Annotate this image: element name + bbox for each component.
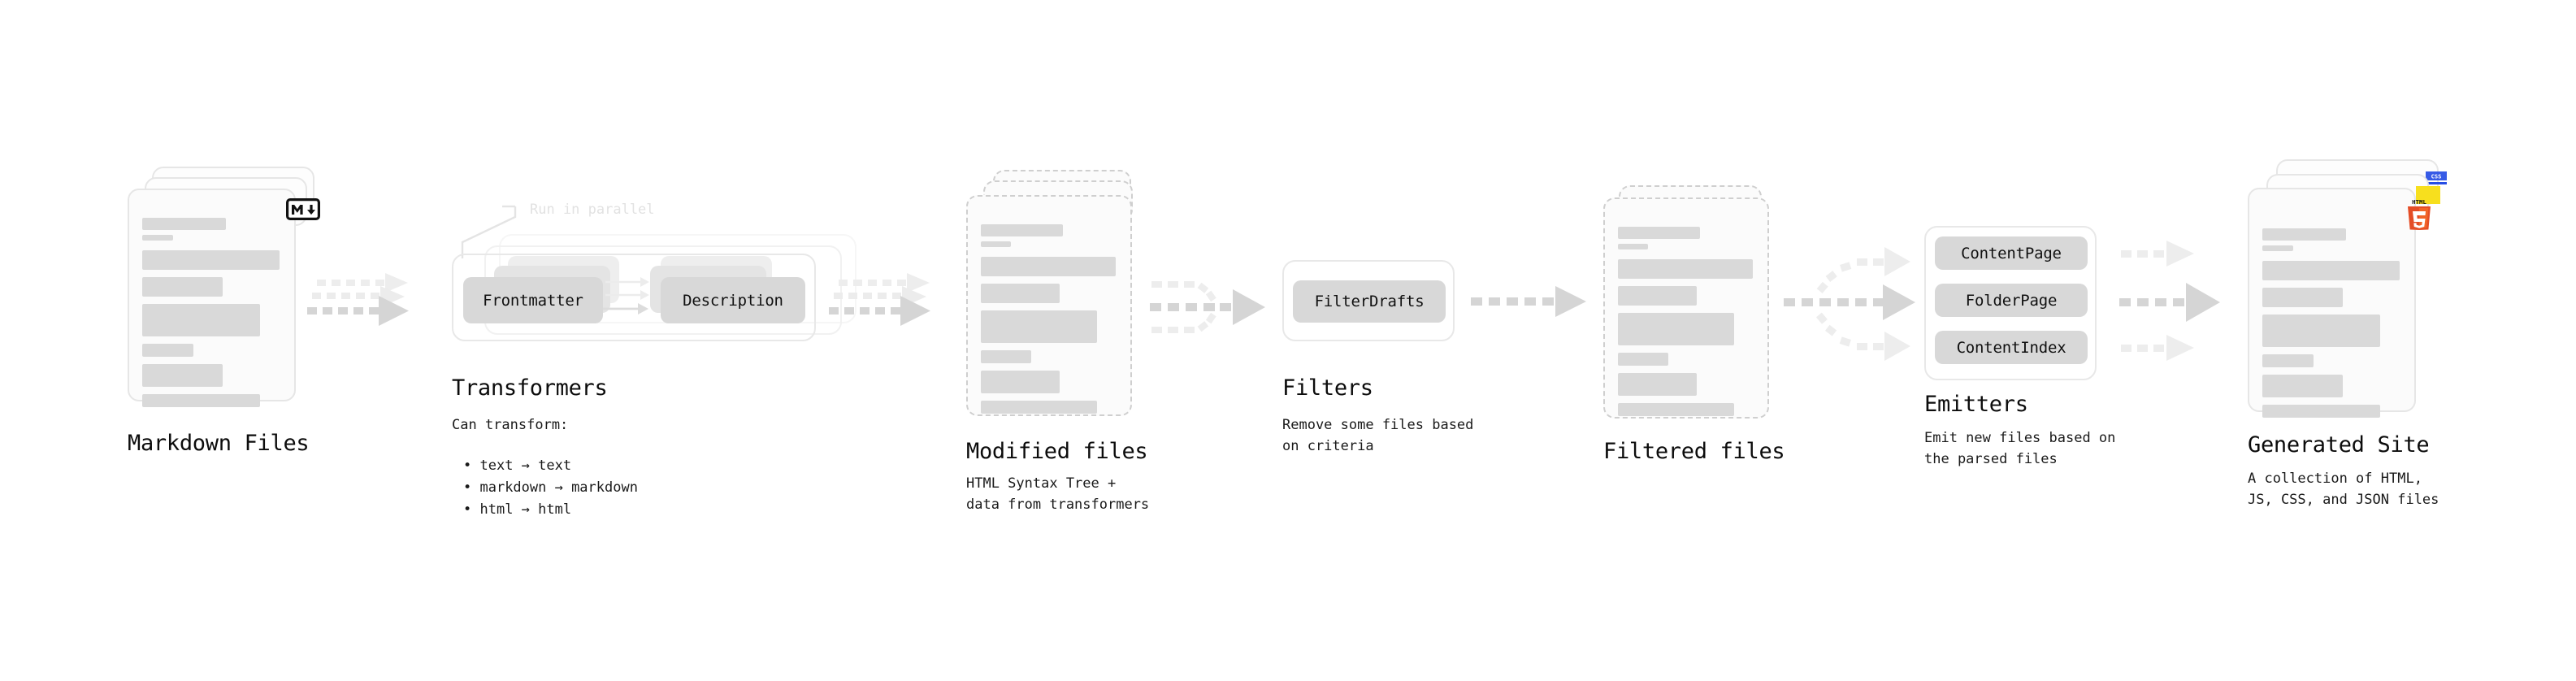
transformer-group-front xyxy=(452,254,816,341)
bullet-dot: • xyxy=(463,458,480,475)
html5-wordmark: HTML xyxy=(2412,198,2426,206)
svg-text:CSS: CSS xyxy=(2431,173,2442,180)
run-in-parallel-bracket xyxy=(461,205,517,258)
document-skeleton xyxy=(981,224,1117,414)
bullet-dot: • xyxy=(463,479,480,497)
transformer-chip-frontmatter[interactable]: Frontmatter xyxy=(463,277,603,323)
connector-md-to-transformers xyxy=(307,273,409,326)
stage-title-transformers: Transformers xyxy=(452,375,608,401)
stage-desc-filters: Remove some files based on criteria xyxy=(1282,417,1474,455)
emitter-chip-contentpage[interactable]: ContentPage xyxy=(1935,236,2088,270)
connector-emitters-to-site xyxy=(2119,241,2220,361)
connector-filtered-to-emitters xyxy=(1784,247,1915,361)
transformers-bullet-0: • text → text xyxy=(463,458,572,475)
stage-desc-generated-site: A collection of HTML, JS, CSS, and JSON … xyxy=(2248,471,2439,509)
stage-title-filters: Filters xyxy=(1282,375,1373,401)
stage-title-modified-files: Modified files xyxy=(966,439,1148,464)
emitters-group xyxy=(1924,226,2097,380)
bullet-dot: • xyxy=(463,501,480,518)
document-skeleton xyxy=(142,218,281,407)
css3-icon-svg: CSS xyxy=(2426,171,2447,184)
transformers-bullet-2: • html → html xyxy=(463,501,572,518)
html5-icon-svg: HTML xyxy=(2408,198,2431,230)
stage-title-generated-site: Generated Site xyxy=(2248,432,2430,458)
stage-title-emitters: Emitters xyxy=(1924,392,2028,417)
filters-group xyxy=(1282,260,1455,341)
markdown-icon-svg xyxy=(286,198,320,220)
document-skeleton xyxy=(1618,227,1754,416)
stage-desc-emitters: Emit new files based on the parsed files xyxy=(1924,430,2116,468)
document-sheet-front xyxy=(966,195,1132,416)
emitter-chip-contentindex[interactable]: ContentIndex xyxy=(1935,331,2088,364)
document-sheet-front xyxy=(128,189,320,407)
filter-chip-filterdrafts[interactable]: FilterDrafts xyxy=(1293,280,1446,323)
run-in-parallel-label: Run in parallel xyxy=(530,202,655,218)
js-icon-svg xyxy=(2416,186,2440,204)
transformer-chip-description[interactable]: Description xyxy=(661,277,805,323)
transformer-inner-arrows xyxy=(599,277,649,314)
document-sheet-front xyxy=(1603,197,1769,419)
document-sheet-front: HTML xyxy=(2248,188,2431,418)
connector-modified-to-filters xyxy=(1150,281,1265,333)
stage-desc-transformers: Can transform: xyxy=(452,417,569,433)
document-skeleton xyxy=(2262,228,2401,418)
connector-transformers-to-modified xyxy=(829,273,930,326)
emitter-chip-folderpage[interactable]: FolderPage xyxy=(1935,284,2088,317)
stage-title-markdown-files: Markdown Files xyxy=(128,431,310,456)
stage-title-filtered-files: Filtered files xyxy=(1603,439,1785,464)
stage-desc-modified-files: HTML Syntax Tree + data from transformer… xyxy=(966,475,1150,514)
connector-filters-to-filtered xyxy=(1471,286,1586,317)
transformers-bullet-1: • markdown → markdown xyxy=(463,479,638,497)
